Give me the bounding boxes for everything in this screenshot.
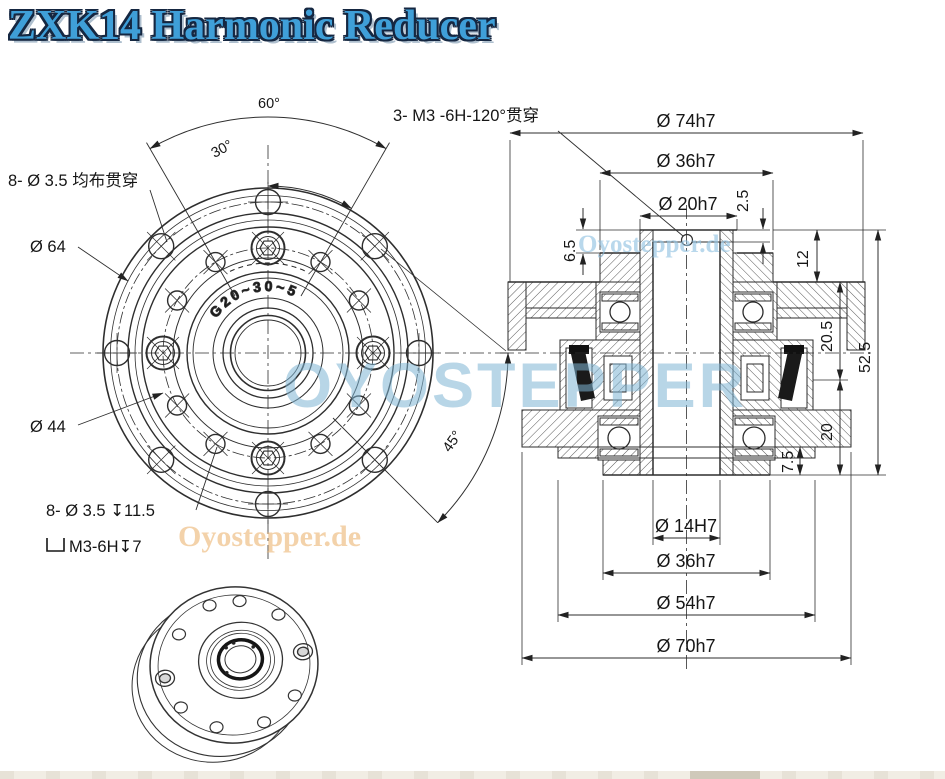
dim-2-5-label: 2.5 [735,190,752,212]
dia70-label: Ø 70h7 [656,636,715,656]
bcd-outer-label: Ø 64 [30,238,66,256]
angle-dimensions [149,116,512,524]
m3-leader-line [557,130,684,237]
section-centerlines [500,205,872,670]
strip-chip [690,771,760,779]
front-view: G20~30~5 60° 30° 45° 8- Ø 3.5 均布贯穿 Ø 64 … [8,96,512,563]
iso-screws [154,643,314,687]
dia54-label: Ø 54h7 [656,593,715,613]
angle-60-label: 60° [258,96,280,112]
m3-holes-label: 3- M3 -6H-120°贯穿 [393,106,539,125]
page-title: ZXK14 Harmonic Reducer [8,3,496,49]
m3-hole [680,233,694,247]
front-view-centerlines [70,145,509,563]
bcd-inner-label: Ø 44 [30,418,66,436]
outer-holes-label: 8- Ø 3.5 均布贯穿 [8,171,138,190]
dia36-top-label: Ø 36h7 [656,151,715,171]
dimension-lines [509,129,882,662]
section-view: 3- M3 -6H-120°贯穿 Ø 74h7 Ø 36h7 Ø 20h7 2.… [393,106,886,670]
dim-20-label: 20 [819,423,836,441]
dim-52-5-label: 52.5 [857,342,874,373]
counterbore-icon [46,538,65,552]
angle-30-label: 30° [209,137,236,161]
isometric-view [131,586,319,763]
leader-lines [77,189,218,511]
dim-12-label: 12 [795,250,812,268]
dim-6-5-label: 6.5 [562,240,579,262]
angle-45-label: 45° [440,428,466,455]
dia36-bottom-label: Ø 36h7 [656,551,715,571]
cbore-holes-label: 8- Ø 3.5 ↧11.5 [46,502,155,520]
radial-lines [146,142,507,524]
cbore-spec-label: M3-6H↧7 [69,538,142,556]
dim-20-5-label: 20.5 [819,321,836,352]
extension-lines [509,140,886,665]
dia14-label: Ø 14H7 [655,516,717,536]
bottom-image-strip [0,771,945,779]
hub-marking: G20~30~5 [206,278,301,321]
dim-7-5-label: 7.5 [780,451,797,473]
iso-hub [197,621,284,699]
iso-rim-holes [171,594,302,734]
dia20-label: Ø 20h7 [658,194,717,214]
dia74-label: Ø 74h7 [656,111,715,131]
